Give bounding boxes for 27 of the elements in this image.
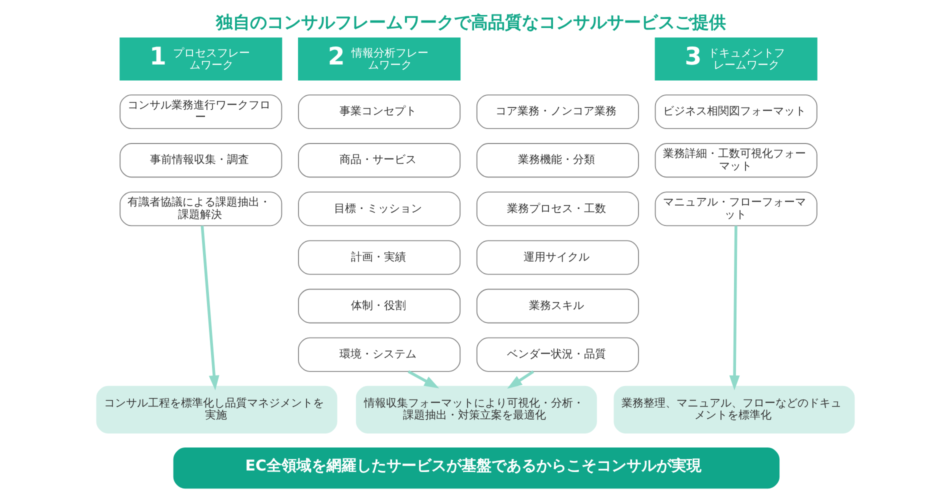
arrow xyxy=(728,226,740,390)
arrow xyxy=(506,370,534,389)
node-box: 業務整理、マニュアル、フローなどのドキュメントを標準化 xyxy=(613,386,854,434)
node-box: 商品・サービス xyxy=(298,143,460,178)
node-box: 体制・役割 xyxy=(298,288,460,324)
node-box: 環境・システム xyxy=(298,337,460,372)
node-box: 運用サイクル xyxy=(476,240,638,275)
node-box: コンサル工程を標準化し品質マネジメントを実施 xyxy=(96,386,337,434)
node-box: コア業務・ノンコア業務 xyxy=(476,94,638,130)
arrow xyxy=(200,226,219,390)
node-box: 目標・ミッション xyxy=(298,192,460,226)
node-box: 有識者協議による課題抽出・課題解決 xyxy=(119,192,282,226)
node-box: 計画・実績 xyxy=(298,240,460,275)
node-box: EC全領域を網羅したサービスが基盤であるからこそコンサルが実現 xyxy=(172,448,780,489)
diagram-title: 独自のコンサルフレームワークで高品質なコンサルサービスご提供 xyxy=(215,12,726,32)
node-box: コンサル業務進行ワークフロー xyxy=(119,94,282,130)
arrow xyxy=(407,370,439,388)
node-box: ベンダー状況・品質 xyxy=(476,337,638,372)
node-box: 情報収集フォーマットにより可視化・分析・課題抽出・対策立案を最適化 xyxy=(355,386,596,434)
node-box: ビジネス相関図フォーマット xyxy=(654,94,817,130)
node-box: マニュアル・フローフォーマット xyxy=(654,192,817,226)
node-box: 事業コンセプト xyxy=(298,94,460,130)
node-box: 業務機能・分類 xyxy=(476,143,638,178)
node-box: 事前情報収集・調査 xyxy=(119,143,282,178)
node-box: 業務プロセス・工数 xyxy=(476,192,638,226)
node-box: 業務スキル xyxy=(476,288,638,324)
node-box: 業務詳細・工数可視化フォーマット xyxy=(654,143,817,178)
